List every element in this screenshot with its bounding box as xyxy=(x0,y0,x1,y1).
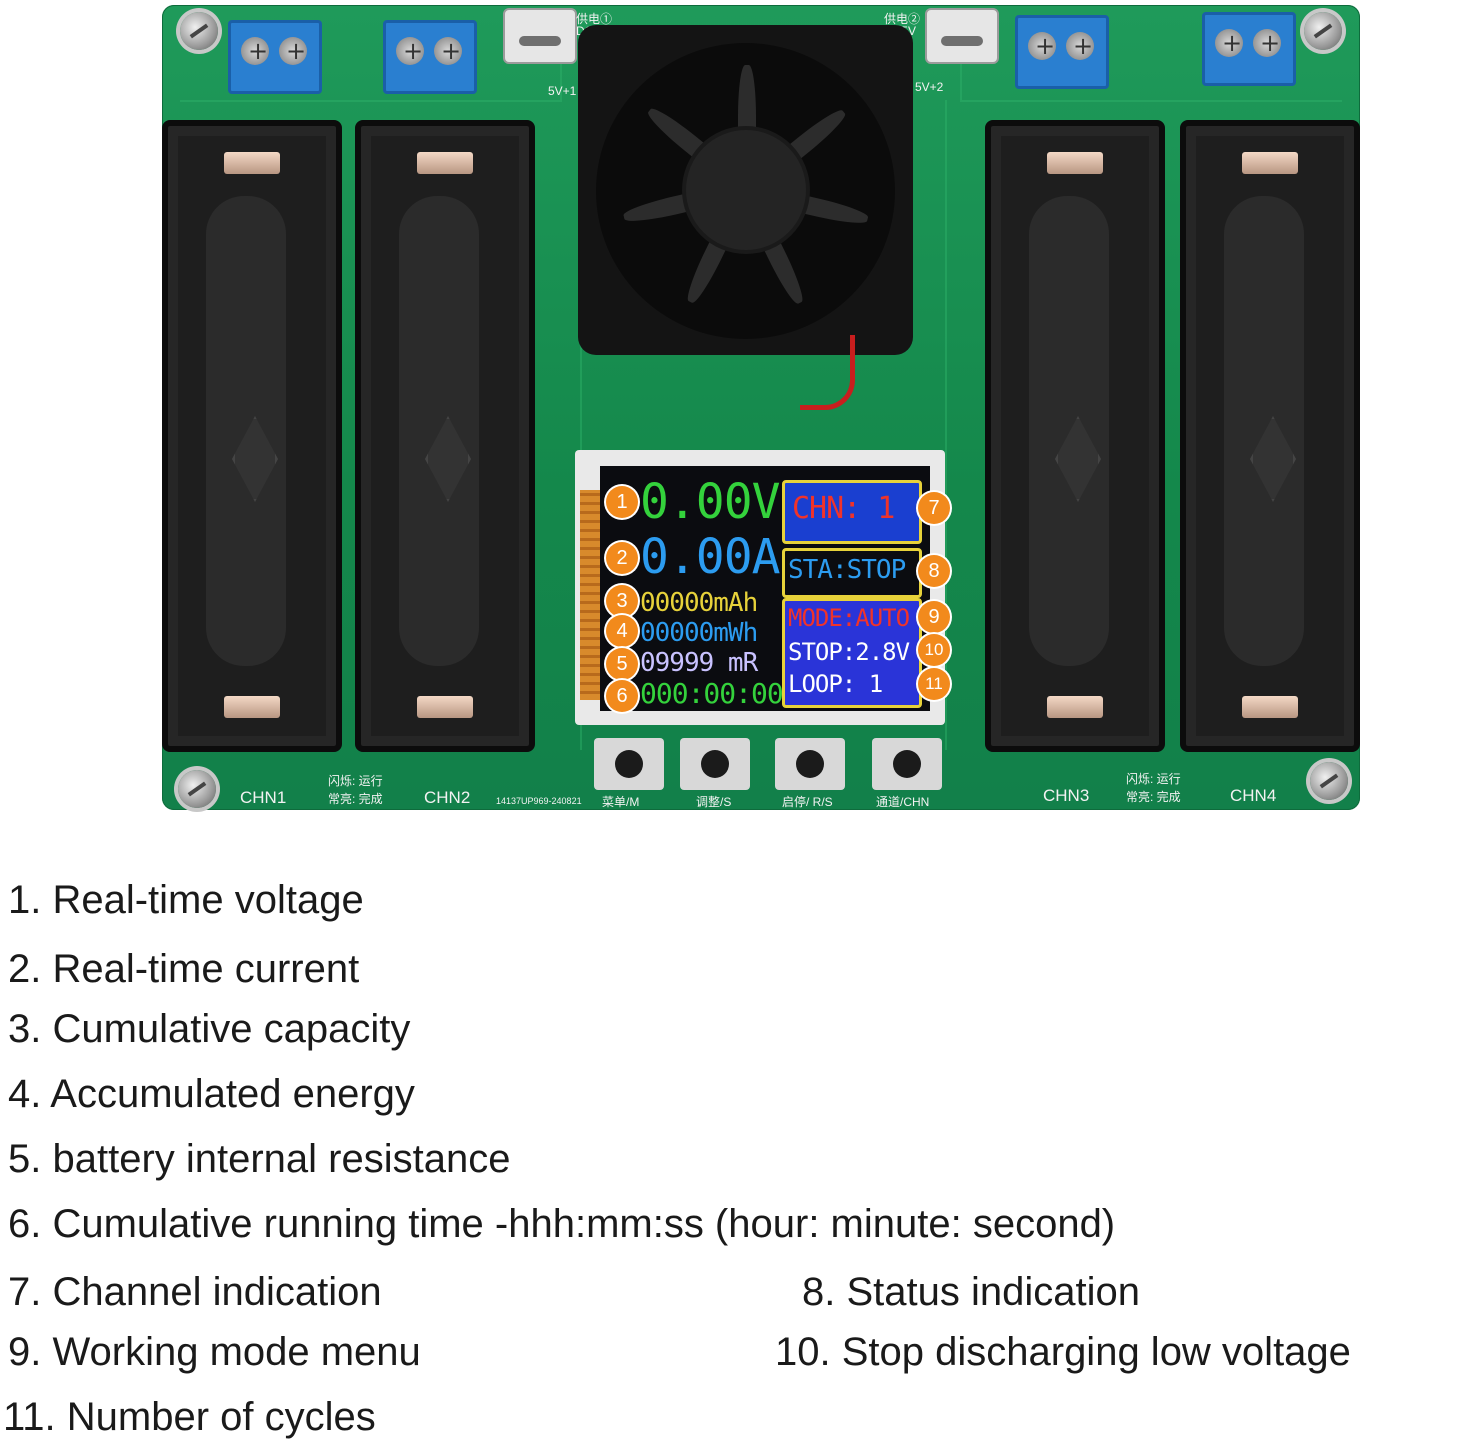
lcd-voltage: 0.00V xyxy=(640,474,780,530)
channel-button-label: 通道/CHN xyxy=(876,795,930,809)
menu-button-label: 菜单/M xyxy=(602,795,640,809)
lcd-stop-voltage: STOP:2.8V xyxy=(788,638,910,666)
battery-contact xyxy=(1242,696,1298,718)
callout-badge-3: 3 xyxy=(606,585,638,617)
led-solid-legend: 常亮: 完成 xyxy=(1126,790,1181,804)
callout-badge-2: 2 xyxy=(606,542,638,574)
terminal-screw xyxy=(279,37,307,65)
menu-button[interactable] xyxy=(594,738,664,790)
pcb-code: 14137UP969-240821 xyxy=(496,796,582,806)
battery-slot xyxy=(399,196,479,666)
battery-contact xyxy=(417,152,473,174)
usb-1-label: 5V+1 xyxy=(548,84,577,98)
legend-item-10: 10. Stop discharging low voltage xyxy=(775,1330,1351,1374)
lcd-status: STA:STOP xyxy=(788,555,906,585)
usb-c-port-2 xyxy=(925,8,999,64)
terminal-screw xyxy=(1253,29,1281,57)
battery-contact xyxy=(1242,152,1298,174)
lcd-mode: MODE:AUTO xyxy=(788,604,910,632)
usb-c-port-1 xyxy=(503,8,577,64)
battery-contact xyxy=(224,696,280,718)
callout-badge-8: 8 xyxy=(918,555,950,587)
led-solid-legend: 常亮: 完成 xyxy=(328,792,383,806)
battery-holder-3 xyxy=(985,120,1165,752)
lcd-capacity: 00000mAh xyxy=(640,588,758,618)
power-1-label: 供电① xyxy=(576,12,613,26)
legend-item-7: 7. Channel indication xyxy=(8,1270,382,1314)
lcd-mode-box xyxy=(782,598,922,708)
channel-1-label: CHN1 xyxy=(240,788,287,807)
lcd-loop: LOOP: 1 xyxy=(788,670,883,698)
run-stop-button-label: 启停/ R/S xyxy=(782,795,833,809)
power-2-label: 供电② xyxy=(884,12,921,26)
terminal-screw xyxy=(434,37,462,65)
pcb-trace xyxy=(540,100,582,750)
terminal-screw xyxy=(1028,32,1056,60)
pcb-trace xyxy=(945,100,987,750)
mounting-screw xyxy=(1304,12,1342,50)
legend-item-2: 2. Real-time current xyxy=(8,947,360,991)
legend-item-4: 4. Accumulated energy xyxy=(8,1072,415,1116)
terminal-block-3 xyxy=(1015,15,1109,89)
pcb-trace xyxy=(180,60,562,102)
pcb-trace xyxy=(960,60,1342,102)
legend-item-3: 3. Cumulative capacity xyxy=(8,1007,411,1051)
legend-item-11: 11. Number of cycles xyxy=(3,1395,376,1439)
lcd-resistance: 09999 mR xyxy=(640,648,758,678)
channel-button[interactable] xyxy=(872,738,942,790)
terminal-screw xyxy=(241,37,269,65)
cooling-fan xyxy=(578,25,913,355)
callout-badge-6: 6 xyxy=(606,680,638,712)
battery-contact xyxy=(1047,152,1103,174)
lcd-time: 000:00:00 xyxy=(640,677,784,710)
fan-wire xyxy=(800,335,855,410)
callout-badge-10: 10 xyxy=(918,634,950,666)
usb-2-label: 5V+2 xyxy=(915,80,944,94)
channel-3-label: CHN3 xyxy=(1043,786,1090,805)
terminal-screw xyxy=(396,37,424,65)
mounting-screw xyxy=(178,770,216,808)
battery-holder-4 xyxy=(1180,120,1360,752)
lcd-energy: 00000mWh xyxy=(640,618,758,648)
callout-badge-5: 5 xyxy=(606,648,638,680)
battery-slot xyxy=(1029,196,1109,666)
battery-holder-2 xyxy=(355,120,535,752)
callout-badge-9: 9 xyxy=(918,601,950,633)
battery-contact xyxy=(224,152,280,174)
adjust-button-label: 调整/S xyxy=(696,795,732,809)
adjust-button[interactable] xyxy=(680,738,750,790)
battery-slot xyxy=(1224,196,1304,666)
callout-badge-1: 1 xyxy=(606,486,638,518)
terminal-block-1 xyxy=(228,20,322,94)
led-blink-legend: 闪烁: 运行 xyxy=(328,774,383,788)
lcd-current: 0.00A xyxy=(640,529,780,585)
legend-item-8: 8. Status indication xyxy=(802,1270,1140,1314)
callout-badge-7: 7 xyxy=(918,492,950,524)
legend-item-9: 9. Working mode menu xyxy=(8,1330,421,1374)
battery-contact xyxy=(1047,696,1103,718)
terminal-screw xyxy=(1066,32,1094,60)
battery-contact xyxy=(417,696,473,718)
run-stop-button[interactable] xyxy=(775,738,845,790)
battery-slot xyxy=(206,196,286,666)
legend-item-1: 1. Real-time voltage xyxy=(8,878,364,922)
mounting-screw xyxy=(1310,762,1348,800)
battery-holder-1 xyxy=(162,120,342,752)
callout-badge-11: 11 xyxy=(918,668,950,700)
channel-4-label: CHN4 xyxy=(1230,786,1277,805)
channel-2-label: CHN2 xyxy=(424,788,471,807)
mounting-screw xyxy=(180,12,218,50)
legend-item-5: 5. battery internal resistance xyxy=(8,1137,511,1181)
callout-badge-4: 4 xyxy=(606,615,638,647)
lcd-channel: CHN: 1 xyxy=(792,491,895,526)
legend-item-6: 6. Cumulative running time -hhh:mm:ss (h… xyxy=(8,1202,1116,1246)
led-blink-legend: 闪烁: 运行 xyxy=(1126,772,1181,786)
fan-hub xyxy=(686,130,806,250)
terminal-block-4 xyxy=(1202,12,1296,86)
terminal-screw xyxy=(1215,29,1243,57)
terminal-block-2 xyxy=(383,20,477,94)
